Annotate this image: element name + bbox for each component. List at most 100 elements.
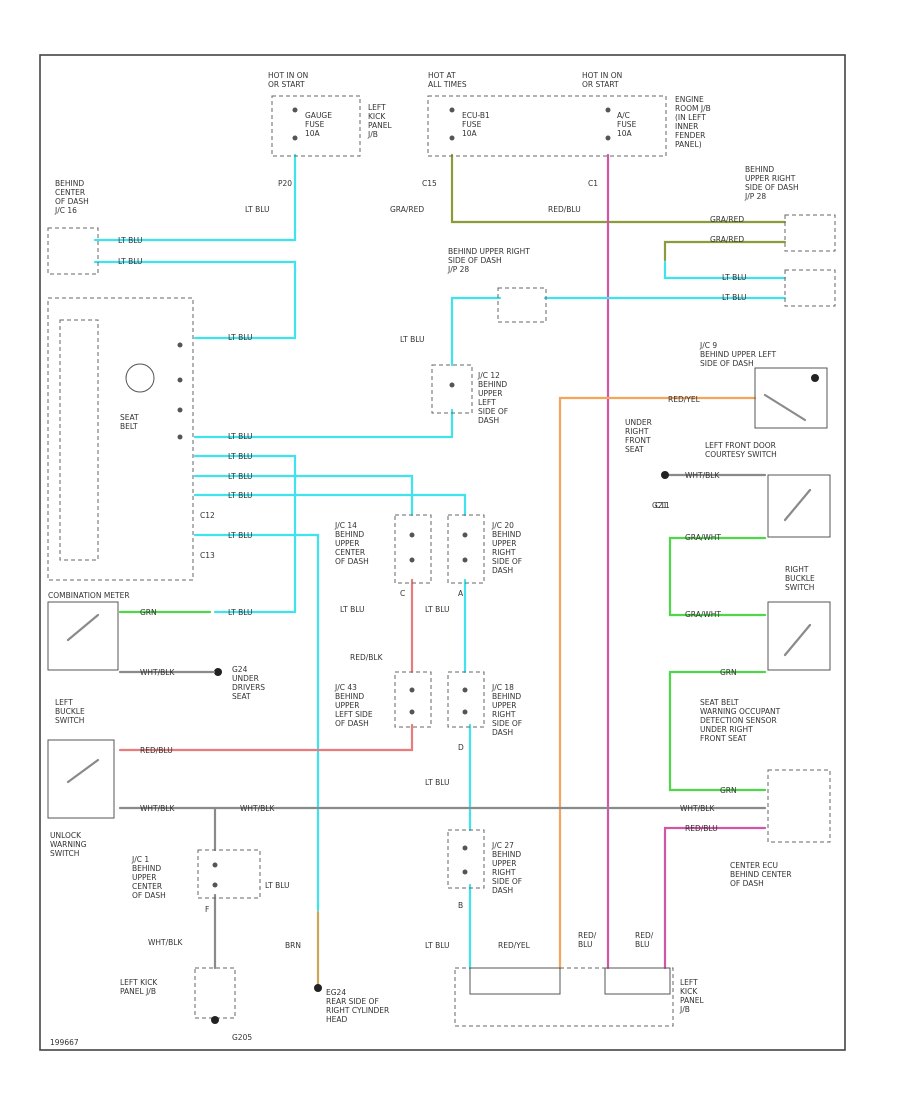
wire-label-grared-1: GRA/RED xyxy=(390,205,424,214)
jc9-box xyxy=(754,367,828,429)
right-jp28-box xyxy=(784,214,836,252)
switch-symbols xyxy=(66,393,812,784)
wire-label-redyel-1: RED/YEL xyxy=(668,395,701,404)
wire-gauge-ltblu xyxy=(93,153,297,242)
label-g205: G205 xyxy=(232,1033,252,1042)
wire-label-whtblk-4: WHT/BLK xyxy=(680,804,715,813)
wire-label-ltblu-12: LT BLU xyxy=(340,605,365,614)
pin-f: F xyxy=(205,905,209,914)
pin-c: C xyxy=(400,589,405,598)
wire-label-grn-3: GRN xyxy=(720,786,737,795)
ground-jc9 xyxy=(811,374,819,382)
wire-label-ltblu-15: LT BLU xyxy=(265,881,290,890)
conn-c15: C15 xyxy=(422,179,437,188)
wire-redyel-orange xyxy=(558,396,757,970)
wire-label-ltblu-r1: LT BLU xyxy=(722,273,747,282)
wire-label-ltblu-14: LT BLU xyxy=(425,778,450,787)
wire-label-grn-2: GRN xyxy=(720,668,737,677)
wire-label-ltblu-16: LT BLU xyxy=(425,941,450,950)
jc43-box xyxy=(394,671,432,728)
wires xyxy=(93,153,787,987)
diagram-frame xyxy=(39,54,846,1051)
wire-label-ltblu-4: LT BLU xyxy=(228,333,253,342)
conn-p20: P20 xyxy=(278,179,292,188)
wire-label-ltblu-10: LT BLU xyxy=(228,531,253,540)
conn-c13: C13 xyxy=(200,551,215,560)
ground-g24 xyxy=(214,668,222,676)
left-buckle-box xyxy=(47,739,115,819)
gauge-fuse-box xyxy=(271,95,361,157)
left-door-switch-box xyxy=(767,474,831,538)
center-ecu-box xyxy=(767,769,831,843)
wire-label-redblu-2: RED/BLU xyxy=(140,746,173,755)
conn-c12: C12 xyxy=(200,511,215,520)
switch-meter xyxy=(66,613,100,642)
wire-meter-2 xyxy=(193,474,414,517)
wire-label-redblu-1: RED/BLU xyxy=(548,205,581,214)
wire-label-ltblu-11: LT BLU xyxy=(228,608,253,617)
pin-a: A xyxy=(458,589,464,598)
switch-left-buckle xyxy=(66,758,100,784)
wire-label-ltblu-5: LT BLU xyxy=(400,335,425,344)
pin-d: D xyxy=(458,743,464,752)
pin-b: B xyxy=(458,901,463,910)
wire-label-whtblk-1: WHT/BLK xyxy=(140,668,175,677)
wire-ecu-grared xyxy=(450,153,787,224)
right-buckle-box xyxy=(767,601,831,671)
jc1-box xyxy=(197,849,261,899)
conn-c11: C11 xyxy=(655,501,670,510)
wire-label-redblk: RED/BLK xyxy=(350,653,384,662)
switch-jc9 xyxy=(763,393,807,422)
wire-label-whtblk-5: WHT/BLK xyxy=(685,471,720,480)
wire-label-ltblu-3: LT BLU xyxy=(118,257,143,266)
label-g21: G21 xyxy=(652,501,668,510)
wire-label-ltblu-r2: LT BLU xyxy=(722,293,747,302)
wire-meter-4 xyxy=(193,533,320,912)
ground-eg24 xyxy=(314,984,322,992)
bottom-jb-inner-2 xyxy=(604,967,671,995)
wire-label-ltblu-7: LT BLU xyxy=(228,452,253,461)
wire-label-ltblu-6: LT BLU xyxy=(228,432,253,441)
wire-redblu-right xyxy=(663,826,767,970)
jc14-box xyxy=(394,514,432,584)
wire-jc12-ltblu xyxy=(193,408,454,439)
wire-label-ltblu-1: LT BLU xyxy=(245,205,270,214)
wire-right-ltblu xyxy=(663,260,787,280)
wire-label-whtblk-6: WHT/BLK xyxy=(148,938,183,947)
left-kick-jb-box xyxy=(194,967,236,1019)
right-ltblu-box xyxy=(784,269,836,307)
wire-label-redyel-2: RED/YEL xyxy=(498,941,531,950)
wire-label-grared-2: GRA/RED xyxy=(710,215,744,224)
wire-label-whtblk-3: WHT/BLK xyxy=(240,804,275,813)
label-combination-meter: COMBINATION METER xyxy=(48,591,130,600)
wire-label-grawht-2: GRA/WHT xyxy=(685,610,721,619)
wire-label-grawht-1: GRA/WHT xyxy=(685,533,721,542)
bottom-jb-box xyxy=(454,967,674,1027)
wire-meter-3 xyxy=(193,493,467,517)
jc20-box xyxy=(447,514,485,584)
grounds xyxy=(118,374,819,1024)
ground-g21 xyxy=(661,471,669,479)
